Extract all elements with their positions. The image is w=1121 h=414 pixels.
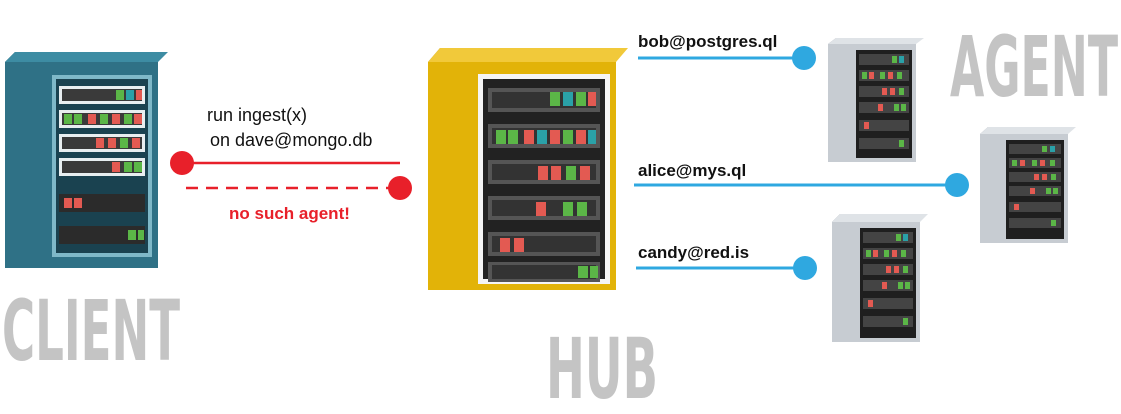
- connection-bob-dot: [792, 46, 816, 70]
- request-start-dot: [170, 151, 194, 175]
- request-connector: [170, 151, 400, 175]
- connection-candy-dot: [793, 256, 817, 280]
- agent-server-rack-3: [832, 214, 928, 342]
- connection-candy: [636, 256, 817, 280]
- agent-label: AGENT: [950, 18, 1118, 116]
- connection-bob: [638, 46, 816, 70]
- client-server-rack: [5, 52, 168, 268]
- connection-label-candy: candy@red.is: [638, 243, 749, 262]
- agent-server-rack-1: [828, 38, 924, 162]
- connection-alice: [634, 173, 969, 197]
- error-connector: [186, 176, 412, 200]
- connection-label-bob: bob@postgres.ql: [638, 32, 777, 51]
- agent-server-rack-2: [980, 127, 1076, 243]
- client-label: CLIENT: [2, 282, 180, 380]
- error-end-dot: [388, 176, 412, 200]
- request-line-1: run ingest(x): [207, 105, 307, 125]
- connection-label-alice: alice@mys.ql: [638, 161, 746, 180]
- client-slots: [59, 86, 145, 244]
- hub-server-rack: [428, 48, 628, 290]
- hub-slots: [488, 88, 600, 282]
- connection-alice-dot: [945, 173, 969, 197]
- hub-label: HUB: [546, 320, 658, 414]
- error-message: no such agent!: [229, 204, 350, 223]
- request-line-2: on dave@mongo.db: [210, 130, 372, 150]
